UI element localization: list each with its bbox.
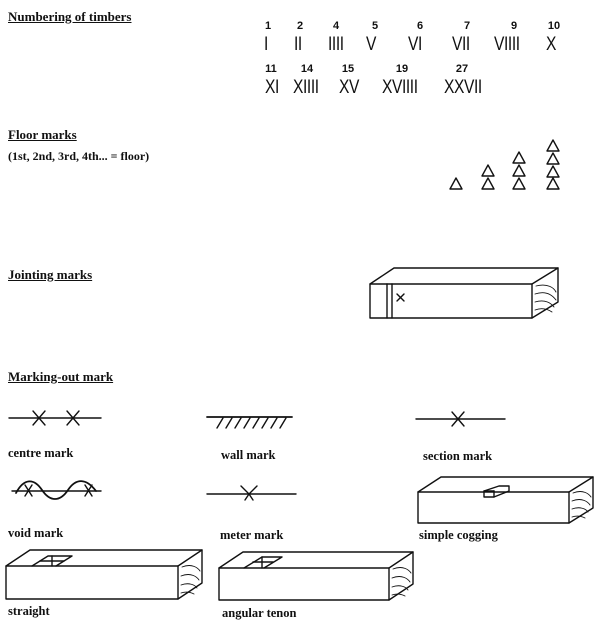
- floor-mark-3: [512, 151, 526, 190]
- caption-centre-mark: centre mark: [8, 446, 74, 460]
- triangle-icon: [546, 152, 560, 165]
- heading-numbering: Numbering of timbers: [8, 9, 132, 24]
- numeral-roman: XVIIII: [382, 77, 418, 98]
- heading-marking-out: Marking-out mark: [8, 369, 114, 384]
- caption-simple-cogging: simple cogging: [419, 528, 498, 542]
- triangle-icon: [481, 177, 495, 190]
- numeral-number: 14: [300, 63, 314, 75]
- caption-section-mark: section mark: [423, 449, 493, 463]
- numeral-roman: IIII: [328, 34, 344, 55]
- numeral-number: 11: [265, 63, 277, 75]
- cross-icon: [396, 293, 405, 302]
- heading-jointing-marks: Jointing marks: [8, 267, 93, 282]
- simple-cogging-timber: [417, 476, 594, 524]
- floor-mark-1: [449, 177, 463, 190]
- triangle-icon: [512, 177, 526, 190]
- triangle-icon: [546, 165, 560, 178]
- caption-meter-mark: meter mark: [220, 528, 284, 542]
- numeral-roman: V: [366, 34, 376, 55]
- numeral-roman: VIIII: [494, 34, 520, 55]
- floor-marks-note: (1st, 2nd, 3rd, 4th... = floor): [8, 149, 150, 163]
- caption-straight: straight: [8, 604, 50, 618]
- numeral-roman: XI: [265, 77, 279, 98]
- numeral-number: 27: [455, 63, 469, 75]
- numeral-roman: XXVII: [444, 77, 482, 98]
- numeral-number: 10: [547, 20, 561, 32]
- numeral-number: 6: [416, 20, 424, 32]
- heading-floor-marks: Floor marks: [8, 127, 77, 142]
- numeral-roman: X: [546, 34, 556, 55]
- triangle-icon: [512, 151, 526, 164]
- centre-mark-symbol: [8, 410, 102, 426]
- triangle-icon: [449, 177, 463, 190]
- floor-mark-2: [481, 164, 495, 190]
- numeral-number: 15: [341, 63, 355, 75]
- caption-wall-mark: wall mark: [221, 448, 276, 462]
- angular-tenon-timber: [218, 551, 414, 601]
- triangle-icon: [512, 164, 526, 177]
- numeral-number: 1: [264, 20, 272, 32]
- void-mark-symbol: [11, 480, 102, 500]
- wall-mark-symbol: [206, 416, 293, 429]
- numeral-roman: XIIII: [293, 77, 319, 98]
- floor-mark-4: [546, 139, 560, 190]
- meter-mark-symbol: [206, 485, 297, 501]
- numeral-number: 5: [371, 20, 379, 32]
- numeral-number: 9: [510, 20, 518, 32]
- straight-timber: [5, 549, 203, 600]
- numeral-roman: VI: [408, 34, 422, 55]
- caption-angular-tenon: angular tenon: [222, 606, 297, 620]
- numeral-roman: XV: [339, 77, 359, 98]
- numeral-roman: VII: [452, 34, 470, 55]
- triangle-icon: [546, 177, 560, 190]
- caption-void-mark: void mark: [8, 526, 64, 540]
- numeral-number: 4: [332, 20, 340, 32]
- numeral-number: 19: [395, 63, 409, 75]
- numeral-number: 2: [296, 20, 304, 32]
- numeral-number: 7: [463, 20, 471, 32]
- triangle-icon: [481, 164, 495, 177]
- section-mark-symbol: [415, 411, 506, 427]
- numeral-roman: II: [294, 34, 302, 55]
- numeral-roman: I: [264, 34, 268, 55]
- triangle-icon: [546, 139, 560, 152]
- jointing-timber: [369, 267, 559, 319]
